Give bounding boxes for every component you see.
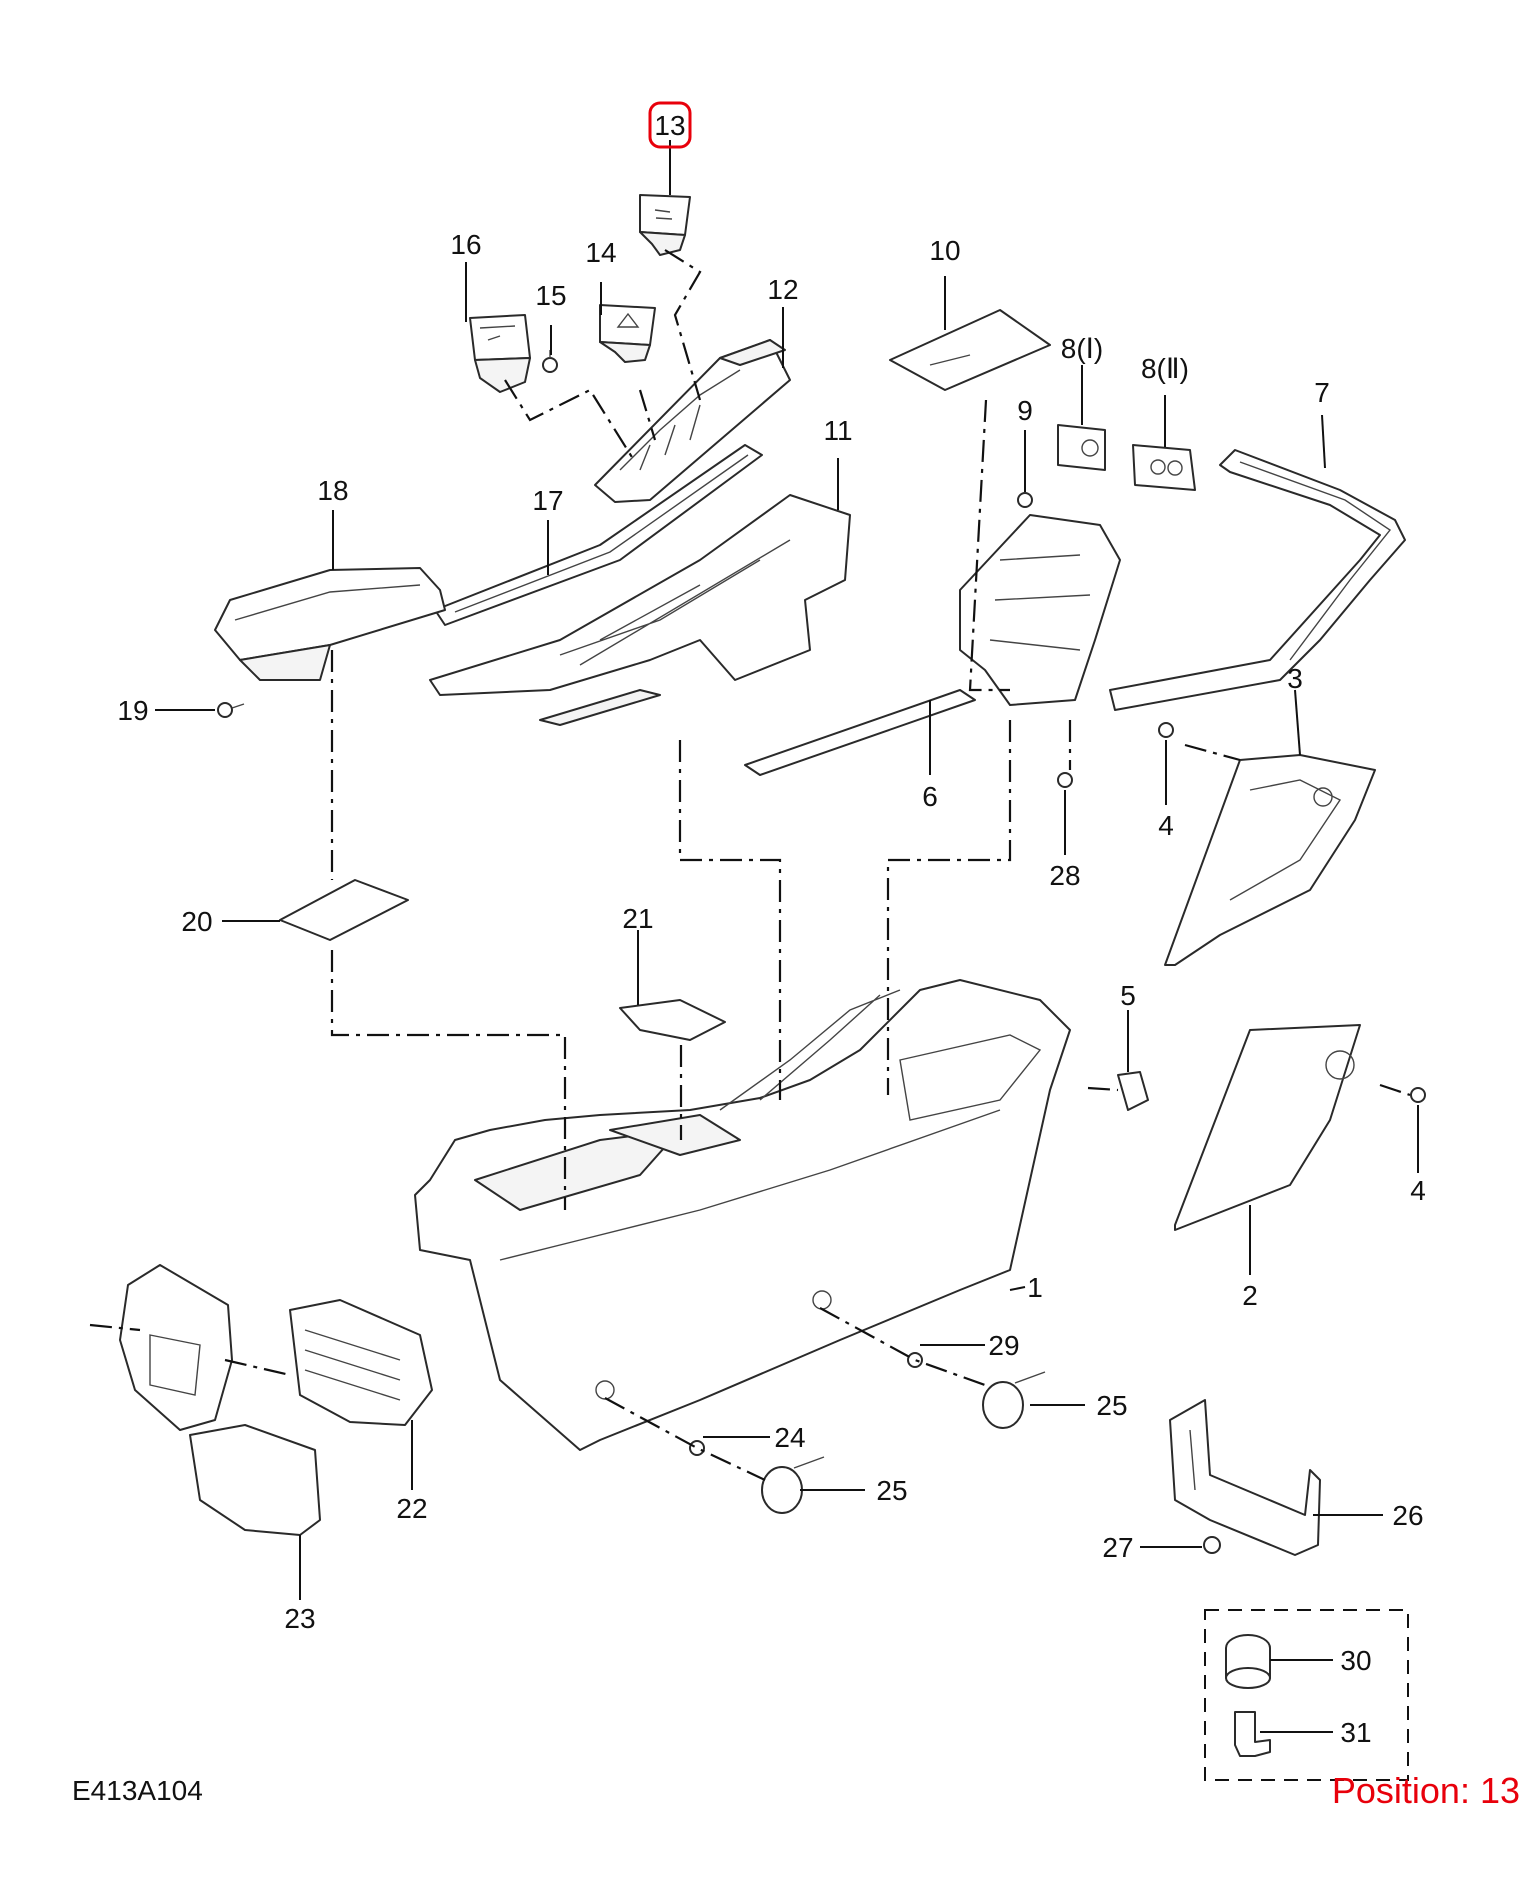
callout-8-i[interactable]: 8(Ⅰ) — [1061, 333, 1103, 364]
part-4-clip-lower[interactable] — [1410, 1087, 1426, 1103]
part-10-cover-mat[interactable] — [889, 309, 1051, 391]
part-26-bracket[interactable] — [1169, 1399, 1321, 1556]
part-12-switch-panel[interactable] — [594, 339, 791, 503]
callout-labels: 13 14 16 15 12 10 8(Ⅰ) 8(Ⅱ) 7 9 11 18 17… — [117, 110, 1425, 1748]
part-13-switch[interactable] — [639, 194, 691, 256]
callout-11[interactable]: 11 — [823, 415, 852, 446]
callout-6[interactable]: 6 — [922, 781, 938, 812]
callout-19[interactable]: 19 — [117, 695, 148, 726]
part-1-console-body[interactable] — [414, 979, 1071, 1451]
callout-7[interactable]: 7 — [1314, 377, 1330, 408]
callout-3[interactable]: 3 — [1287, 663, 1303, 694]
part-29-screw[interactable] — [907, 1352, 923, 1368]
part-14-hazard-switch[interactable] — [599, 304, 656, 363]
callout-20[interactable]: 20 — [181, 906, 212, 937]
callout-26[interactable]: 26 — [1392, 1500, 1423, 1531]
callout-15[interactable]: 15 — [535, 280, 566, 311]
part-25-cap-upper[interactable] — [982, 1371, 1046, 1429]
leader-lines — [155, 140, 1419, 1733]
part-30-power-outlet[interactable] — [1225, 1634, 1271, 1689]
callout-21[interactable]: 21 — [622, 903, 653, 934]
callout-30[interactable]: 30 — [1340, 1645, 1371, 1676]
part-3-side-panel[interactable] — [1164, 754, 1376, 966]
part-16-switch[interactable] — [469, 314, 531, 393]
assembly-lines — [89, 249, 1411, 1481]
callout-16[interactable]: 16 — [450, 229, 481, 260]
callout-24[interactable]: 24 — [774, 1422, 805, 1453]
callout-31[interactable]: 31 — [1340, 1717, 1371, 1748]
position-indicator: Position: 13 — [1331, 1770, 1520, 1811]
inset-box — [1204, 1609, 1409, 1781]
part-11-console-bezel[interactable] — [429, 494, 851, 726]
part-7-side-trim[interactable] — [1109, 449, 1406, 711]
callout-13[interactable]: 13 — [654, 110, 685, 141]
part-9-screw[interactable] — [1017, 492, 1033, 508]
callout-2[interactable]: 2 — [1242, 1280, 1258, 1311]
callout-25-upper[interactable]: 25 — [1096, 1390, 1127, 1421]
callout-9[interactable]: 9 — [1017, 395, 1033, 426]
callout-4-upper[interactable]: 4 — [1158, 810, 1174, 841]
part-19-screw[interactable] — [217, 702, 245, 718]
callout-5[interactable]: 5 — [1120, 980, 1136, 1011]
part-8ii-plate[interactable] — [1132, 444, 1196, 491]
drawing-code: E413A104 — [72, 1775, 203, 1806]
part-24-screw[interactable] — [689, 1440, 705, 1456]
part-5-switch[interactable] — [1117, 1071, 1149, 1111]
part-20-mat[interactable] — [279, 879, 409, 941]
callout-12[interactable]: 12 — [767, 274, 798, 305]
callout-27[interactable]: 27 — [1102, 1532, 1133, 1563]
part-8i-plate[interactable] — [1057, 424, 1106, 471]
callout-10[interactable]: 10 — [929, 235, 960, 266]
callout-4-lower[interactable]: 4 — [1410, 1175, 1426, 1206]
callout-23[interactable]: 23 — [284, 1603, 315, 1634]
callout-18[interactable]: 18 — [317, 475, 348, 506]
callout-8-ii[interactable]: 8(Ⅱ) — [1141, 353, 1189, 384]
callout-25-lower[interactable]: 25 — [876, 1475, 907, 1506]
callout-1[interactable]: 1 — [1027, 1272, 1043, 1303]
part-31-usb-socket[interactable] — [1234, 1711, 1271, 1757]
part-6-bracket-frame[interactable] — [744, 514, 1121, 776]
part-27-nut[interactable] — [1203, 1536, 1221, 1554]
callout-29[interactable]: 29 — [988, 1330, 1019, 1361]
part-4-clip-upper[interactable] — [1158, 722, 1174, 738]
callout-22[interactable]: 22 — [396, 1493, 427, 1524]
callout-17[interactable]: 17 — [532, 485, 563, 516]
part-17-trim-strip[interactable] — [434, 444, 763, 626]
part-21-tray-mat[interactable] — [619, 999, 726, 1041]
highlight-ring — [648, 101, 692, 149]
part-23-rear-bezel[interactable] — [119, 1264, 321, 1536]
part-28-screw[interactable] — [1057, 772, 1073, 788]
callout-28[interactable]: 28 — [1049, 860, 1080, 891]
part-18-armrest[interactable] — [214, 567, 446, 681]
part-2-side-cover[interactable] — [1174, 1024, 1361, 1231]
part-25-cap-lower[interactable] — [761, 1456, 825, 1514]
part-22-vent-housing[interactable] — [289, 1299, 433, 1426]
callout-14[interactable]: 14 — [585, 237, 616, 268]
